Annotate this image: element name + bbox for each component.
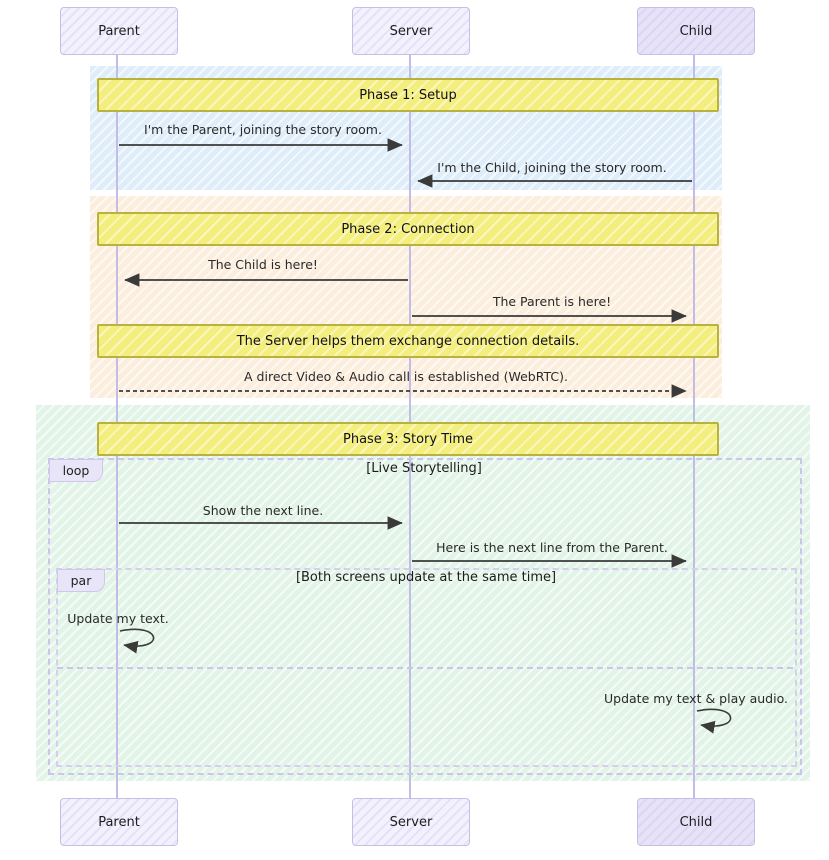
- actor-child-top-label: Child: [679, 23, 713, 39]
- message-child-here: The Child is here!: [208, 257, 318, 272]
- actor-parent-bottom: Parent: [60, 798, 178, 846]
- actor-parent-top: Parent: [60, 7, 178, 55]
- actor-server-top: Server: [352, 7, 470, 55]
- message-update-text: Update my text.: [67, 611, 169, 626]
- banner-phase1: Phase 1: Setup: [97, 78, 719, 112]
- actor-child-bottom-label: Child: [679, 814, 713, 830]
- par-label: par: [70, 573, 92, 588]
- actor-server-bottom-label: Server: [389, 814, 433, 830]
- par-condition: [Both screens update at the same time]: [295, 570, 557, 585]
- banner-phase2-text: Phase 2: Connection: [341, 221, 475, 237]
- actor-child-bottom: Child: [637, 798, 755, 846]
- banner-phase2: Phase 2: Connection: [97, 212, 719, 246]
- loop-frame-tab: loop: [49, 459, 103, 482]
- message-parent-join: I'm the Parent, joining the story room.: [144, 122, 382, 137]
- actor-server-top-label: Server: [389, 23, 433, 39]
- actor-parent-bottom-label: Parent: [98, 814, 140, 830]
- arrow-self-update-text: [119, 628, 155, 654]
- loop-frame: [48, 458, 802, 775]
- actor-child-top: Child: [637, 7, 755, 55]
- banner-phase1-text: Phase 1: Setup: [359, 87, 457, 103]
- banner-phase3-text: Phase 3: Story Time: [342, 431, 474, 447]
- par-divider: [57, 667, 793, 669]
- message-parent-here: The Parent is here!: [492, 294, 612, 309]
- loop-label: loop: [62, 463, 90, 478]
- banner-phase3: Phase 3: Story Time: [97, 422, 719, 456]
- loop-condition: [Live Storytelling]: [366, 461, 482, 476]
- actor-server-bottom: Server: [352, 798, 470, 846]
- message-show-next: Show the next line.: [202, 503, 324, 518]
- banner-server-help: The Server helps them exchange connectio…: [97, 324, 719, 358]
- message-child-join: I'm the Child, joining the story room.: [437, 160, 667, 175]
- phase3-region: [36, 405, 810, 781]
- message-next-line: Here is the next line from the Parent.: [436, 540, 668, 555]
- banner-server-help-text: The Server helps them exchange connectio…: [236, 333, 580, 349]
- message-webrtc: A direct Video & Audio call is establish…: [244, 369, 568, 384]
- arrow-self-update-audio: [696, 708, 732, 734]
- par-frame-tab: par: [57, 569, 105, 592]
- message-update-text-audio: Update my text & play audio.: [604, 691, 788, 706]
- actor-parent-top-label: Parent: [98, 23, 140, 39]
